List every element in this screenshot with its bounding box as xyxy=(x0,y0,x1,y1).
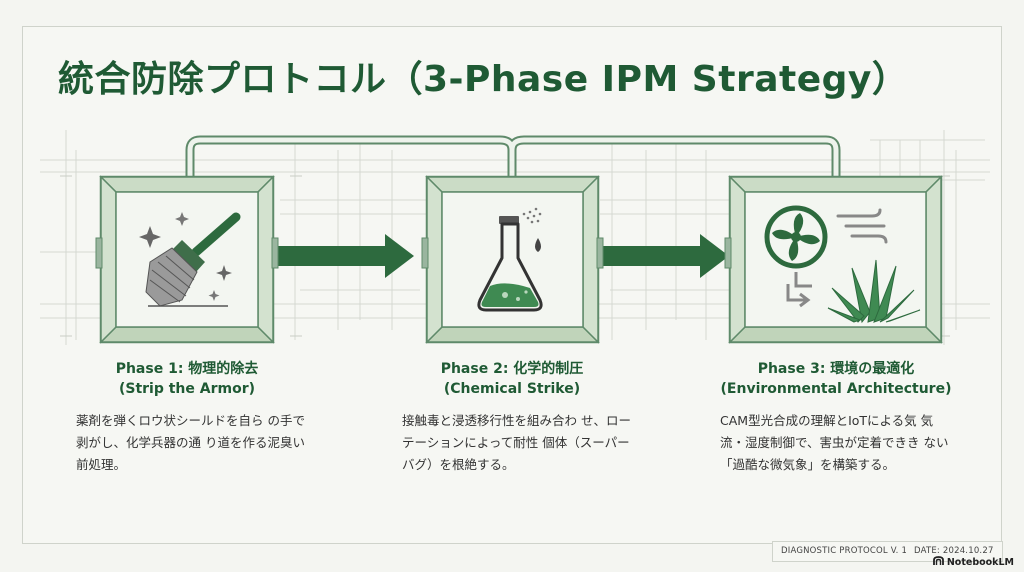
phase1-title: Phase 1: 物理的除去 (Strip the Armor) xyxy=(37,359,337,399)
brand-logo: NotebookLM xyxy=(932,556,1014,568)
notebook-logo-icon xyxy=(932,556,944,565)
brush-with-sparkles-icon xyxy=(139,212,241,307)
fan-wind-agave-icon xyxy=(764,205,921,324)
phase3-subtitle: (Environmental Architecture) xyxy=(720,381,952,397)
arrow-phase2-to-phase3 xyxy=(598,234,729,278)
phase3-description: CAM型光合成の理解とIoTによる気 気流・湿度制御で、害虫が定着できき ない「… xyxy=(720,413,949,472)
page-title: 統合防除プロトコル（3-Phase IPM Strategy） xyxy=(58,59,909,100)
phase3-box xyxy=(724,175,943,344)
phase2-subtitle: (Chemical Strike) xyxy=(443,381,581,397)
connector-pipe xyxy=(185,135,841,176)
flask-with-spray-icon xyxy=(477,207,543,312)
footer-date: DATE: 2024.10.27 xyxy=(906,541,1003,562)
arrow-phase1-to-phase2 xyxy=(275,234,414,278)
phase1-box xyxy=(95,175,279,344)
phase3-heading: Phase 3: 環境の最適化 xyxy=(757,361,915,377)
phase2-heading: Phase 2: 化学的制圧 xyxy=(440,361,584,377)
phase1-heading: Phase 1: 物理的除去 xyxy=(115,361,259,377)
phase1-subtitle: (Strip the Armor) xyxy=(118,381,256,397)
phase3-title: Phase 3: 環境の最適化 (Environmental Architect… xyxy=(686,359,986,399)
phase1-description: 薬剤を弾くロウ状シールドを自ら の手で剥がし、化学兵器の通 り道を作る泥臭い前処… xyxy=(76,413,305,472)
footer-protocol-version: DIAGNOSTIC PROTOCOL V. 1.3 xyxy=(772,541,925,562)
brand-name: NotebookLM xyxy=(946,557,1014,568)
phase2-title: Phase 2: 化学的制圧 (Chemical Strike) xyxy=(362,359,662,399)
phase2-description: 接触毒と浸透移行性を組み合わ せ、ローテーションによって耐性 個体（スーパーバグ… xyxy=(402,413,631,472)
